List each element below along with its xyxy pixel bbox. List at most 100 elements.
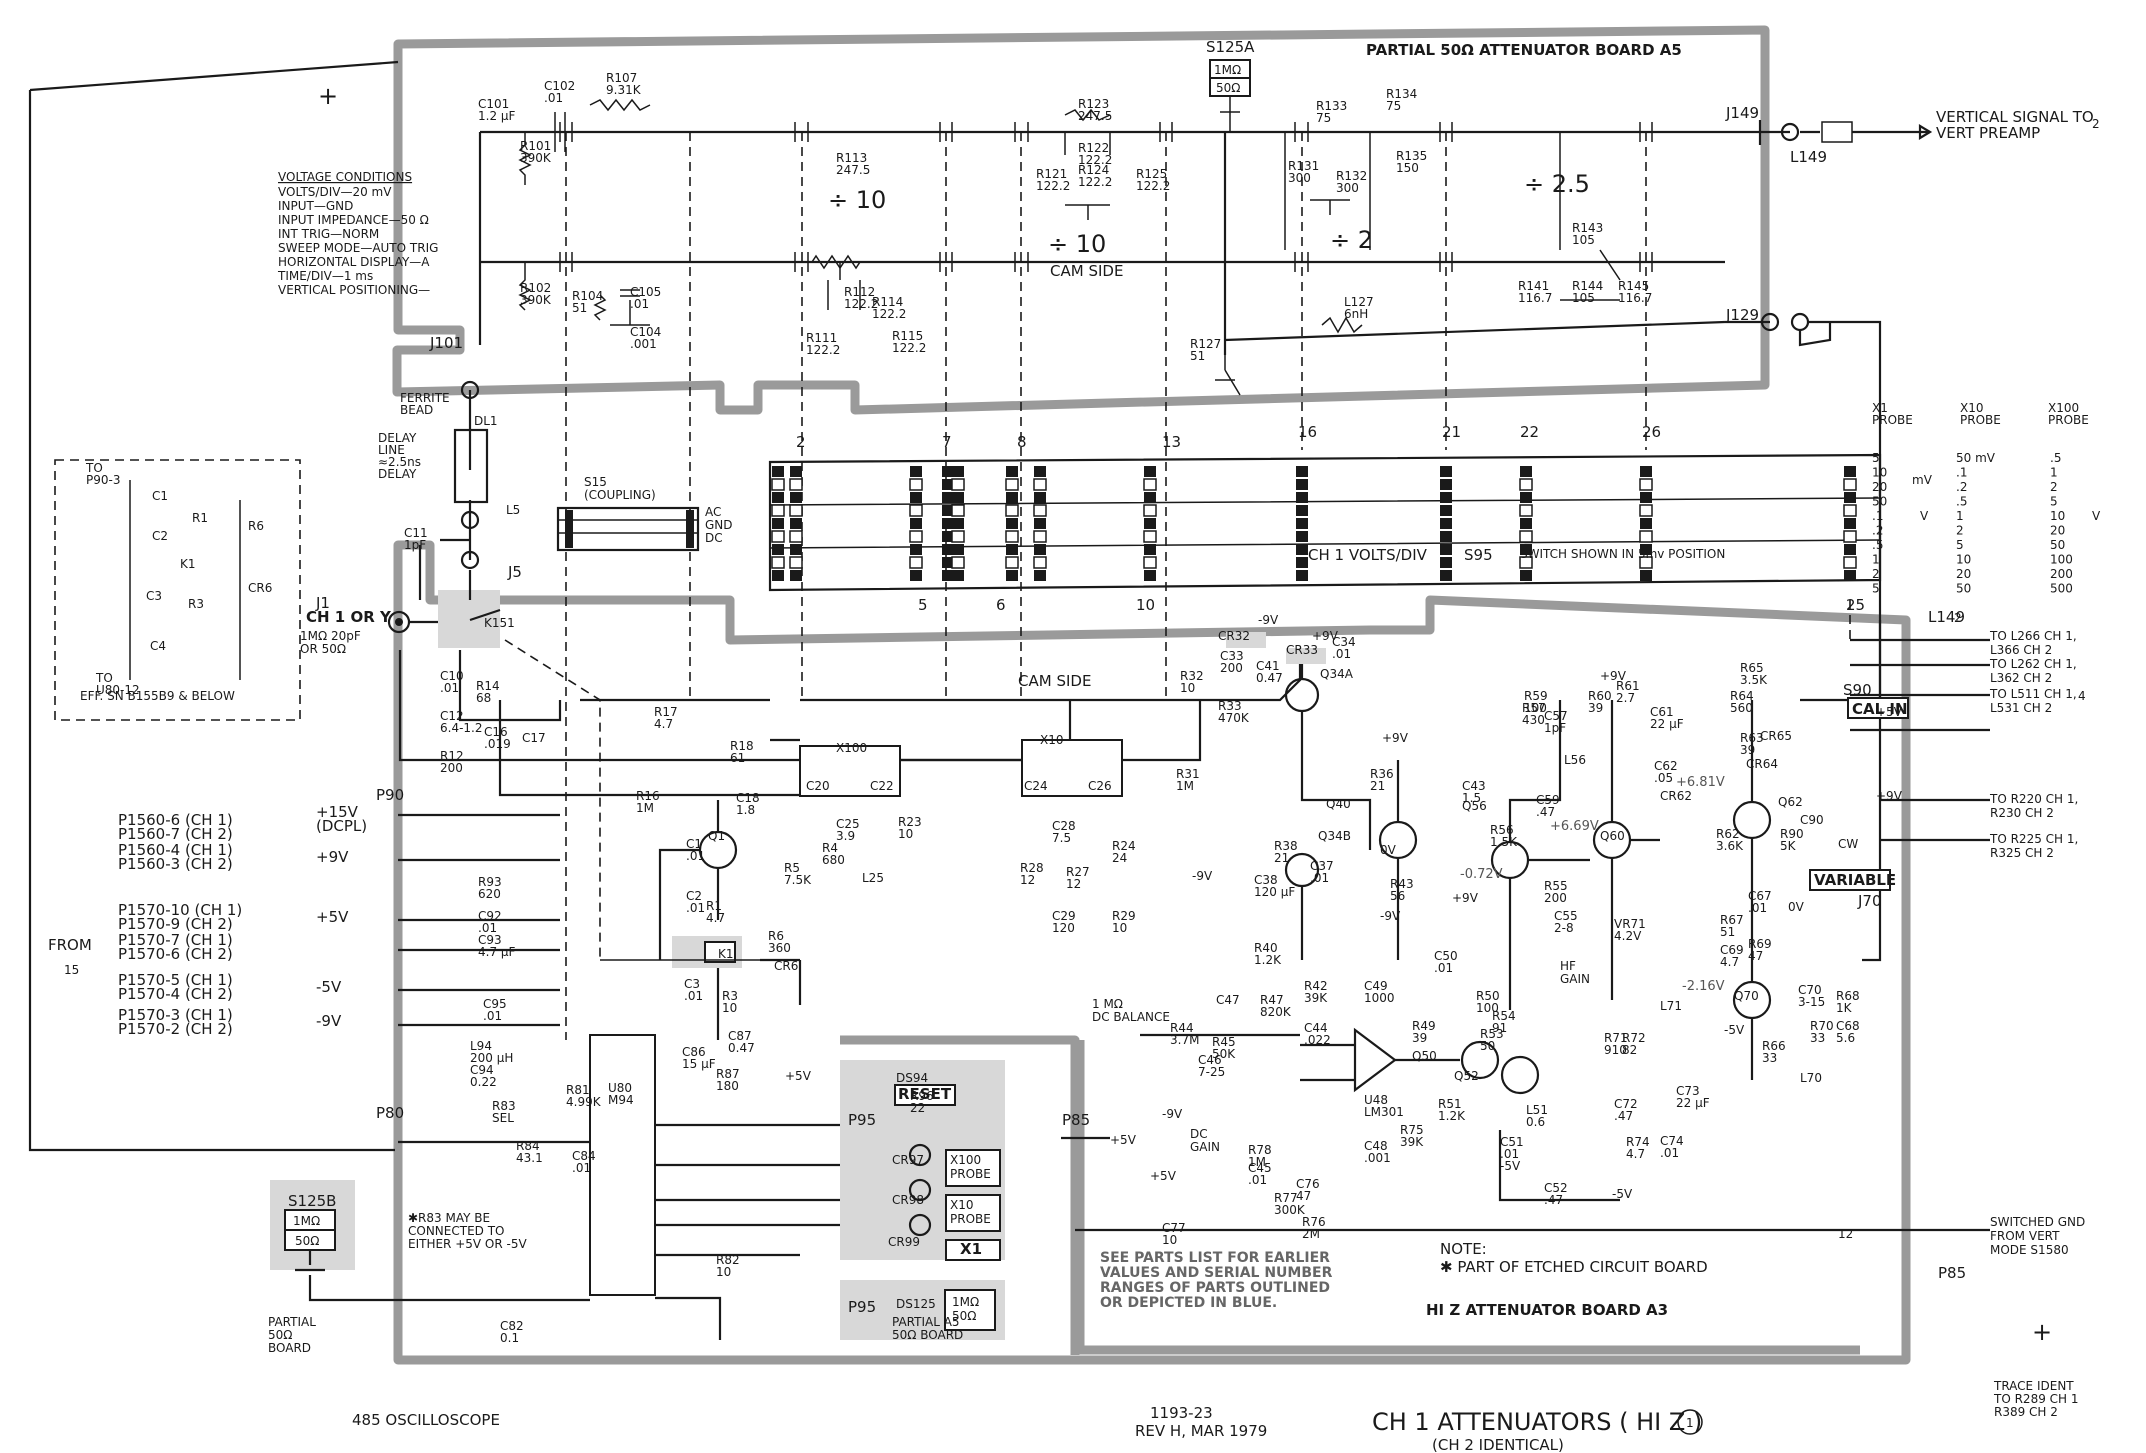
component-ref: R4 xyxy=(822,841,838,855)
cam-contact xyxy=(952,570,964,581)
component-ref: R113 xyxy=(836,151,867,165)
divider-2: ÷ 2 xyxy=(1330,226,1373,254)
cam-contact xyxy=(1005,478,1019,491)
component-ref: R6 xyxy=(768,929,784,943)
cam-contact xyxy=(952,544,964,555)
voltage-label: -5V xyxy=(1500,1159,1521,1173)
probe-value: 2 xyxy=(1872,567,1880,581)
component-value: 68 xyxy=(476,691,491,705)
component-ref: R27 xyxy=(1066,865,1090,879)
cam-contact xyxy=(1296,544,1308,555)
input-section xyxy=(387,380,1072,960)
component-ref: R123 xyxy=(1078,97,1109,111)
title-ref-circle xyxy=(1677,1409,1703,1435)
title-ref: 1 xyxy=(1686,1416,1694,1430)
amplifier-transistors xyxy=(1378,700,1772,1202)
component-value: 4.7 μF xyxy=(478,945,516,959)
component-ref: C76 xyxy=(1296,1177,1320,1191)
component-ref: R43 xyxy=(1390,877,1414,891)
component-value: 22 xyxy=(910,1101,925,1115)
cam-contact xyxy=(951,504,965,517)
s90-label: S90 xyxy=(1843,681,1872,699)
component-ref: Q34B xyxy=(1318,829,1351,843)
voltage-label: +9V xyxy=(1382,731,1409,745)
cam-contact xyxy=(942,531,954,542)
component-value: 360 xyxy=(768,941,791,955)
component-ref: R3 xyxy=(722,989,738,1003)
vertical-ref: 2 xyxy=(2092,117,2100,131)
component-ref: R144 xyxy=(1572,279,1603,293)
component-ref: R93 xyxy=(478,875,502,889)
cam-contact xyxy=(1519,504,1533,517)
q1-k1-section xyxy=(600,800,802,1040)
component-ref: CR65 xyxy=(1760,729,1792,743)
component-value: 3.6K xyxy=(1716,839,1744,853)
probe-value: 5 xyxy=(2050,495,2058,509)
cam-contact xyxy=(1033,530,1047,543)
component-ref: C18 xyxy=(736,791,760,805)
component-value: 910 xyxy=(1604,1043,1627,1057)
component-value: .47 xyxy=(1544,1193,1563,1207)
component-ref: C59 xyxy=(1536,793,1560,807)
component-value: 39 xyxy=(1740,743,1755,757)
component-value: .01 xyxy=(1748,901,1767,915)
probe-value: 50 xyxy=(1872,495,1887,509)
component-ref: CR64 xyxy=(1746,757,1778,771)
s15-position: DC xyxy=(705,531,723,545)
voltage-label: -9V xyxy=(1380,909,1401,923)
cam-contact xyxy=(1440,492,1452,503)
cam-number: 10 xyxy=(1136,596,1155,614)
component-value: 3-15 xyxy=(1798,995,1825,1009)
cam-contact xyxy=(1519,530,1533,543)
cam-contact xyxy=(1006,544,1018,555)
voltage-label: 0V xyxy=(1380,843,1397,857)
component-value: 75 xyxy=(1316,111,1331,125)
cam-contact xyxy=(951,478,965,491)
s95-cam-switch xyxy=(768,453,1882,592)
component-value: 122.2 xyxy=(1078,175,1112,189)
component-ref: C45 xyxy=(1248,1161,1272,1175)
component-value: 82 xyxy=(1622,1043,1637,1057)
component-ref: R111 xyxy=(806,331,837,345)
component-ref: X10 xyxy=(1040,733,1064,747)
component-ref: CR98 xyxy=(892,1193,924,1207)
component-value: 122.2 xyxy=(1036,179,1070,193)
component-ref: C74 xyxy=(1660,1134,1684,1148)
component-value: 390K xyxy=(520,293,552,307)
cam-contact xyxy=(909,556,923,569)
drawing-number: 1193-23 xyxy=(1150,1404,1213,1422)
component-value: 50 xyxy=(1480,1039,1495,1053)
cam-contact xyxy=(952,492,964,503)
cam-contact xyxy=(1296,492,1308,503)
probe-value: 500 xyxy=(2050,582,2073,596)
component-value: 1000 xyxy=(1364,991,1395,1005)
voltage-label: -5V xyxy=(1612,1187,1633,1201)
component-ref: C102 xyxy=(544,79,575,93)
voltage-label: -9V xyxy=(1162,1107,1183,1121)
s15-label: S15(COUPLING) xyxy=(584,475,656,502)
component-ref: R101 xyxy=(520,139,551,153)
component-ref: C22 xyxy=(870,779,894,793)
component-ref: R143 xyxy=(1572,221,1603,235)
component-value: M94 xyxy=(608,1093,634,1107)
cam-contact xyxy=(910,518,922,529)
s95-note: SWITCH SHOWN IN 5mv POSITION xyxy=(1520,547,1725,561)
cam-contact xyxy=(1143,504,1157,517)
cam-contact xyxy=(1639,504,1653,517)
probe-value: 50 xyxy=(2050,538,2065,552)
from-label: FROM xyxy=(48,936,92,954)
component-ref: R42 xyxy=(1304,979,1328,993)
component-value: 6.4-1.2 xyxy=(440,721,483,735)
component-value: 300 xyxy=(1288,171,1311,185)
component-value: 300 xyxy=(1336,181,1359,195)
cam-number: 25 xyxy=(1846,596,1865,614)
component-value: 9.31K xyxy=(606,83,642,97)
